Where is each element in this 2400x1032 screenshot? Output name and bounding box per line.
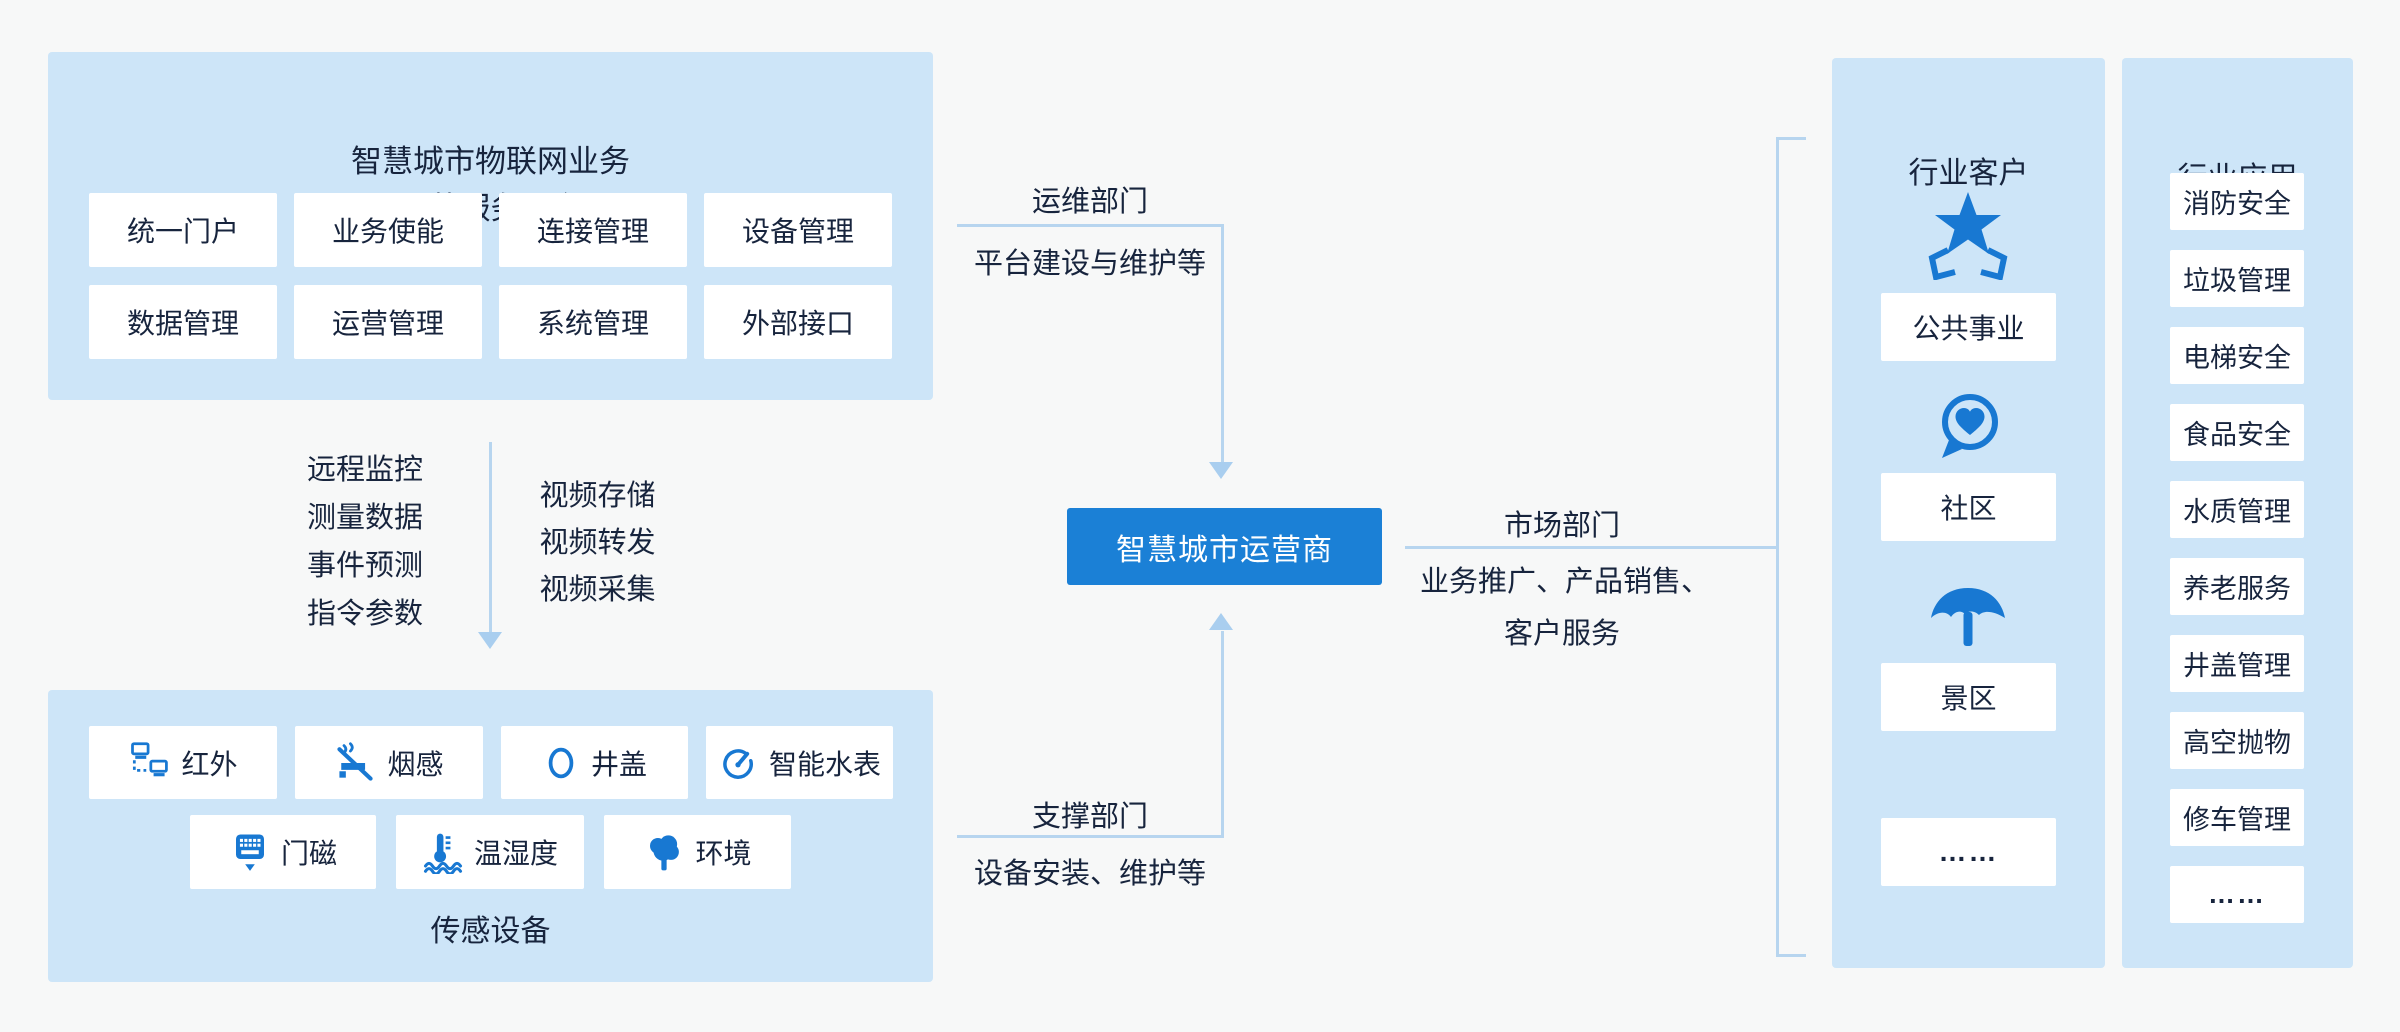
monitor-item: 事件预测: [306, 550, 423, 582]
ops-connector-hline: [957, 224, 1224, 227]
sensor-label: 环境: [695, 838, 752, 869]
customer-box-scenic-area: 景区: [1881, 663, 2056, 731]
app-box-falling-objects: 高空抛物: [2170, 712, 2304, 769]
monitor-data-list: 远程监控 测量数据 事件预测 指令参数: [280, 446, 450, 638]
module-box-unified-portal: 统一门户: [89, 193, 277, 267]
monitor-item: 远程监控: [306, 454, 423, 486]
app-box-manhole-mgmt: 井盖管理: [2170, 635, 2304, 692]
arrow-down-icon: [478, 632, 502, 649]
app-box-elderly-care: 养老服务: [2170, 558, 2304, 615]
video-item: 视频转发: [539, 527, 656, 559]
sensor-row-2: 门磁 温湿度 环境: [48, 815, 933, 889]
support-connector-hline: [957, 835, 1224, 838]
smart-city-operator-box: 智慧城市运营商: [1067, 508, 1382, 585]
water-meter-icon: [723, 748, 753, 779]
app-box-elevator-safety: 电梯安全: [2170, 327, 2304, 384]
arrow-down-icon: [1209, 462, 1233, 479]
module-box-system-mgmt: 系统管理: [499, 285, 687, 359]
app-box-fire-safety: 消防安全: [2170, 173, 2304, 230]
sensor-label: 温湿度: [473, 838, 558, 869]
ops-dept-title: 运维部门: [1031, 186, 1148, 218]
sensor-box-infrared: 红外: [88, 726, 277, 799]
arrow-up-icon: [1209, 613, 1233, 630]
app-box-food-safety: 食品安全: [2170, 404, 2304, 461]
market-dept-desc-line2: 客户服务: [1503, 618, 1620, 650]
customer-box-public-utility: 公共事业: [1881, 293, 2056, 361]
ops-connector-vline: [1221, 224, 1224, 462]
ops-dept-desc: 平台建设与维护等: [973, 248, 1206, 280]
module-box-operation-mgmt: 运营管理: [294, 285, 482, 359]
monitor-item: 测量数据: [306, 502, 423, 534]
video-data-list: 视频存储 视频转发 视频采集: [515, 473, 680, 614]
support-connector-vline: [1221, 631, 1224, 836]
market-connector-hline: [1405, 546, 1778, 549]
industry-customers-title: 行业客户: [1908, 157, 2029, 190]
tree-icon: [1931, 588, 2005, 646]
app-box-vehicle-repair: 修车管理: [2170, 789, 2304, 846]
support-dept-desc: 设备安装、维护等: [973, 858, 1206, 890]
platform-panel: 智慧城市物联网业务 运营服务平台 统一门户 业务使能 连接管理 设备管理 数据管…: [48, 52, 933, 400]
module-box-external-api: 外部接口: [704, 285, 892, 359]
customers-bracket-bottom-stub: [1776, 954, 1806, 957]
industry-applications-panel: 行业应用 消防安全 垃圾管理 电梯安全 食品安全 水质管理 养老服务 井盖管理 …: [2122, 58, 2353, 968]
industry-customers-panel: 行业客户 公共事业 社区 景区 ……: [1832, 58, 2105, 968]
sensor-panel-caption: 传感设备: [430, 915, 551, 948]
module-box-connection-mgmt: 连接管理: [499, 193, 687, 267]
customers-bracket-vline: [1776, 137, 1779, 957]
customer-box-more: ……: [1881, 818, 2056, 886]
sensor-box-water-meter: 智能水表: [705, 726, 893, 799]
video-item: 视频存储: [539, 480, 656, 512]
support-dept-title: 支撑部门: [1031, 801, 1148, 833]
sensor-label: 智能水表: [768, 748, 881, 780]
platform-to-sensors-arrow-line: [489, 442, 492, 634]
smoke-sensor-icon: [337, 741, 374, 781]
video-item: 视频采集: [539, 574, 656, 606]
environment-icon: [650, 835, 680, 871]
customers-bracket-top-stub: [1776, 137, 1806, 140]
module-box-data-mgmt: 数据管理: [89, 285, 277, 359]
monitor-item: 指令参数: [306, 598, 423, 630]
sensor-label: 红外: [181, 748, 238, 780]
market-dept-desc-line1: 业务推广、产品销售、: [1419, 566, 1710, 598]
heart-bubble-icon: [1942, 394, 1998, 458]
sensor-row-1: 红外 烟感 井盖: [48, 726, 933, 799]
app-box-garbage-mgmt: 垃圾管理: [2170, 250, 2304, 307]
door-magnet-icon: [235, 834, 264, 871]
sensor-box-smoke: 烟感: [294, 726, 483, 799]
app-box-more: ……: [2170, 866, 2304, 923]
sensor-label: 门磁: [280, 838, 337, 869]
module-box-device-mgmt: 设备管理: [704, 193, 892, 267]
platform-module-grid: 统一门户 业务使能 连接管理 设备管理 数据管理 运营管理 系统管理 外部接口: [89, 193, 892, 359]
sensor-box-temp-humidity: 温湿度: [396, 815, 584, 889]
module-box-service-enable: 业务使能: [294, 193, 482, 267]
temp-humidity-icon: [423, 833, 463, 874]
sensor-box-environment: 环境: [604, 815, 791, 889]
sensor-box-manhole: 井盖: [500, 726, 688, 799]
manhole-icon: [548, 747, 574, 778]
sensor-box-door-magnet: 门磁: [190, 815, 376, 889]
sensor-panel: 红外 烟感 井盖: [48, 690, 933, 982]
customer-box-community: 社区: [1881, 473, 2056, 541]
market-dept-title: 市场部门: [1503, 510, 1620, 542]
app-box-water-quality: 水质管理: [2170, 481, 2304, 538]
platform-title-line1: 智慧城市物联网业务: [351, 144, 630, 179]
star-praise-icon: [1928, 192, 2008, 280]
sensor-label: 井盖: [590, 748, 647, 780]
infrared-icon: [131, 741, 169, 776]
sensor-label: 烟感: [387, 748, 444, 780]
